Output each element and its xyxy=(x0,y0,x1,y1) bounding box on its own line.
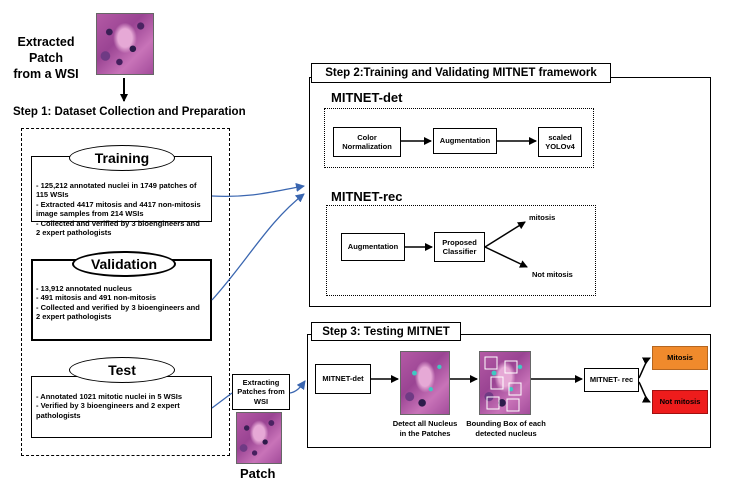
bounding-box-caption: Bounding Box of each detected nucleus xyxy=(460,419,552,438)
test-oval: Test xyxy=(69,357,175,383)
extracting-patches-box: Extracting Patches from WSI xyxy=(232,374,290,410)
validation-panel xyxy=(31,259,212,341)
scaled-yolov4-box: scaled YOLOv4 xyxy=(538,127,582,157)
bbox-caption-line: detected nucleus xyxy=(475,428,537,438)
training-to-step2-curve xyxy=(211,182,305,198)
training-line: 115 WSIs xyxy=(36,190,69,200)
validation-line: - Collected and verified by 3 bioenginee… xyxy=(36,302,200,312)
validation-line: 2 expert pathologists xyxy=(36,312,112,322)
detect-caption-line: Detect all Nucleus xyxy=(392,419,458,428)
mitnet-det-frame xyxy=(324,108,594,168)
training-line: - Collected and verified by 3 bioenginee… xyxy=(36,218,200,228)
test-line: - Annotated 1021 mitotic nuclei in 5 WSI… xyxy=(36,392,182,401)
extracted-patch-title-line1: Extracted Patch xyxy=(17,35,75,65)
validation-oval: Validation xyxy=(72,251,176,277)
training-line: - 125,212 annotated nuclei in 1749 patch… xyxy=(36,181,197,190)
validation-line: - 13,912 annotated nucleus xyxy=(36,284,132,293)
patch-image xyxy=(236,412,282,464)
step2-frame xyxy=(309,77,711,307)
training-oval: Training xyxy=(69,145,175,171)
detect-caption-line: in the Patches xyxy=(399,428,451,438)
test-details: - Annotated 1021 mitotic nuclei in 5 WSI… xyxy=(36,392,211,420)
rec-augmentation-box: Augmentation xyxy=(341,233,405,261)
rec-to-not-mitosis-arrow xyxy=(638,381,651,403)
training-line: image samples from 214 WSIs xyxy=(36,209,144,219)
step3-mitnet-rec-box: MITNET- rec xyxy=(584,368,639,392)
detected-nuclei-image xyxy=(400,351,450,415)
extract-to-step3-arrow xyxy=(289,380,306,394)
color-normalization-line: Color xyxy=(357,132,377,142)
bounding-box-overlay xyxy=(479,351,531,415)
rec-to-mitosis-arrow xyxy=(638,357,651,379)
extracted-patch-image xyxy=(96,13,154,75)
extracting-line: WSI xyxy=(253,396,269,406)
rec-output-mitosis: mitosis xyxy=(529,213,556,222)
mitnet-det-title: MITNET-det xyxy=(331,90,403,105)
mitnet-rec-title: MITNET-rec xyxy=(331,189,403,204)
color-normalization-line: Normalization xyxy=(342,142,392,151)
training-line: - Extracted 4417 mitosis and 4417 non-mi… xyxy=(36,199,201,209)
proposed-classifier-box: Proposed Classifier xyxy=(434,232,485,262)
classifier-to-not-mitosis-arrow xyxy=(484,246,528,268)
step3-title: Step 3: Testing MITNET xyxy=(311,322,461,341)
color-normalization-box: Color Normalization xyxy=(333,127,401,157)
step2-title: Step 2:Training and Validating MITNET fr… xyxy=(311,63,611,83)
detect-nucleus-caption: Detect all Nucleus in the Patches xyxy=(380,419,470,438)
validation-line: - 491 mitosis and 491 non-mitosis xyxy=(36,293,157,303)
extracting-line: Patches from xyxy=(237,387,285,397)
training-details: - 125,212 annotated nuclei in 1749 patch… xyxy=(36,181,211,237)
yolo-line: scaled xyxy=(548,132,572,142)
mitnet-rec-frame xyxy=(326,205,596,296)
validation-details: - 13,912 annotated nucleus - 491 mitosis… xyxy=(36,284,211,322)
yolo-line: YOLOv4 xyxy=(545,142,575,151)
patch-label: Patch xyxy=(240,466,276,481)
step1-dashed-frame xyxy=(21,128,230,456)
test-line: pathologists xyxy=(36,410,81,420)
classifier-to-mitosis-arrow xyxy=(484,221,526,248)
step1-title: Step 1: Dataset Collection and Preparati… xyxy=(13,106,246,118)
test-to-extract-line xyxy=(211,392,233,409)
test-panel xyxy=(31,376,212,438)
test-line: - Verified by 3 bioengineers and 2 exper… xyxy=(36,401,180,411)
training-line: 2 expert pathologists xyxy=(36,228,112,238)
extracting-line: Extracting xyxy=(242,377,280,387)
classifier-line: Classifier xyxy=(442,247,477,256)
extracted-patch-title-line2: from a WSI xyxy=(13,67,79,81)
classifier-line: Proposed xyxy=(442,237,477,247)
extracted-patch-title: Extracted Patch from a WSI xyxy=(4,34,88,82)
validation-to-step2-curve xyxy=(211,193,305,301)
det-augmentation-box: Augmentation xyxy=(433,128,497,154)
bbox-caption-line: Bounding Box of each xyxy=(466,419,546,428)
not-mitosis-result-box: Not mitosis xyxy=(652,390,708,414)
step3-mitnet-det-box: MITNET-det xyxy=(315,364,371,394)
rec-output-not-mitosis: Not mitosis xyxy=(532,270,573,279)
mitosis-result-box: Mitosis xyxy=(652,346,708,370)
